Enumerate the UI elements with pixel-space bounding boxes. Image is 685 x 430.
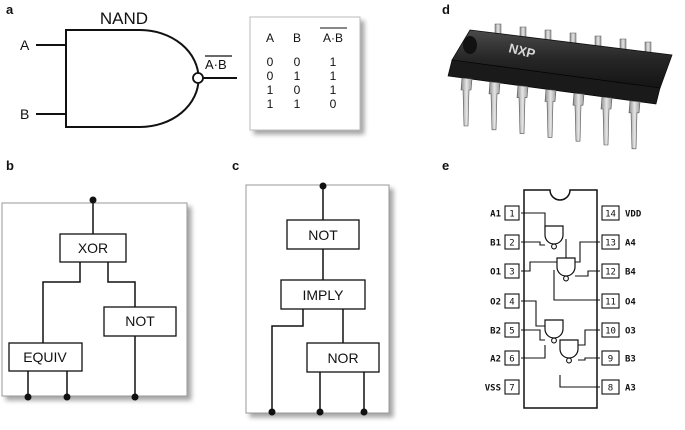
pin-number: 1 [509,210,514,220]
truth-table-header: B [293,31,301,45]
pin-box [601,350,620,366]
svg-text:NOT: NOT [125,313,155,329]
pin-box [504,263,520,279]
pin-name: O1 [490,268,501,278]
panel-letter-a: a [6,2,14,17]
pin-box [504,322,520,338]
truth-table-cell: 1 [330,69,337,83]
input-b-label: B [20,106,29,122]
chip-leg [516,85,529,134]
output-label: A·B [205,57,227,72]
pin-number: 2 [509,239,514,249]
chip-leg [460,77,473,127]
pin-box [504,205,520,221]
truth-table-cell: 1 [267,97,274,111]
truth-table-cell: 0 [294,55,301,69]
pin-number: 13 [605,239,616,249]
pin-name: A2 [490,355,501,365]
chip-leg [572,92,585,142]
pin-box [601,322,620,338]
truth-table-cell: 0 [267,69,274,83]
panel-letter-b: b [6,158,14,173]
pin-number: 4 [509,298,514,308]
pin-number: 11 [605,298,616,308]
pin-number: 3 [509,268,514,278]
truth-table-cell: 1 [330,55,337,69]
truth-table-cell: 1 [294,97,301,111]
equiv-box: EQUIV [8,342,83,372]
truth-table-cell: 1 [330,83,337,97]
pin-box [601,234,620,250]
pin-name: A3 [625,384,636,394]
panel-b: b XOR NOT EQUIV [1,158,188,401]
panel-d: d NXP [442,2,673,150]
pin-name: VSS [485,384,501,394]
svg-text:EQUIV: EQUIV [23,349,67,365]
pin-name: A4 [625,239,636,249]
pin-box [504,234,520,250]
chip-leg [600,96,613,146]
pin-number: 9 [608,355,613,365]
ic-pinout: 1 A1 2 B1 3 O1 4 O2 5 B2 6 A2 7 VSS 14 VDD 13 A4 12 B4 11 O4 1… [485,189,642,409]
pin-box [504,293,520,309]
imply-box: IMPLY [280,279,366,310]
pin-number: 10 [605,327,616,337]
panel-c: c NOT IMPLY NOR [232,158,390,416]
chip-photo: NXP [447,23,673,150]
pin-number: 5 [509,327,514,337]
gate-title: NAND [100,9,148,28]
pin-name: O3 [625,327,636,337]
pin-number: 8 [608,384,613,394]
nor-box: NOR [306,342,380,373]
pin-box [504,350,520,366]
pin-number: 7 [509,384,514,394]
svg-text:XOR: XOR [78,240,108,256]
pin-name: O4 [625,298,636,308]
truth-table-cell: 1 [267,83,274,97]
pin-name: B2 [490,327,501,337]
panel-letter-e: e [442,158,449,173]
pin-name: B1 [490,239,501,249]
truth-table-header: A·B [323,31,343,45]
chip-leg [628,100,641,150]
pin-number: 6 [509,355,514,365]
panel-letter-c: c [232,158,239,173]
truth-table-cell: 1 [294,69,301,83]
not-box-c: NOT [286,219,360,250]
chip-leg [544,89,557,138]
input-a-label: A [20,37,30,53]
pin-box [601,293,620,309]
truth-table-header: A [266,31,274,45]
svg-text:NOR: NOR [327,350,358,366]
pin-name: A1 [490,210,501,220]
not-box-b: NOT [103,306,177,337]
chip-leg [488,81,501,131]
pin-box [504,379,520,395]
pin-name: B4 [625,268,636,278]
xor-box: XOR [59,233,127,263]
svg-text:IMPLY: IMPLY [303,287,345,303]
pin-box [601,263,620,279]
pin-name: B3 [625,355,636,365]
panel-letter-d: d [442,2,450,17]
svg-text:NOT: NOT [308,227,338,243]
pin-name: VDD [625,210,642,220]
pin-box [601,205,620,221]
pin-box [601,379,620,395]
truth-table-cell: 0 [267,55,274,69]
truth-table-cell: 0 [294,83,301,97]
nand-gate-symbol [36,29,237,128]
pin-number: 12 [605,268,616,278]
chip-marking: NXP [507,40,537,61]
pin-number: 14 [605,210,616,220]
truth-table-cell: 0 [330,97,337,111]
pin-name: O2 [490,298,501,308]
